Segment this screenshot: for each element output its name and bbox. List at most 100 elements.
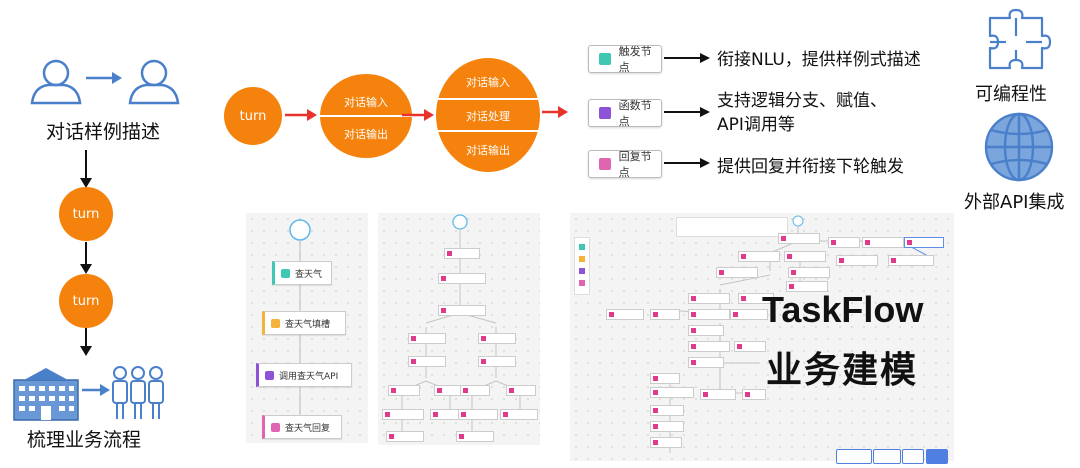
taskflow-screenshot: TaskFlow 业务建模 xyxy=(570,213,954,464)
external-api-label: 外部API集成 xyxy=(964,192,1065,213)
red-arrow-3 xyxy=(542,106,568,118)
person-icon-left xyxy=(30,59,82,105)
slot-icon xyxy=(271,318,280,328)
programmable-label: 可编程性 xyxy=(975,84,1047,105)
team-icon xyxy=(112,366,164,419)
flow-node xyxy=(650,309,680,320)
flow-node xyxy=(788,267,830,278)
flow-node xyxy=(862,237,904,248)
building-icon xyxy=(13,368,79,421)
red-arrow-2 xyxy=(402,109,434,121)
flow-node xyxy=(836,255,878,266)
arrow-right-icon xyxy=(86,72,122,84)
turn-circle-1: turn xyxy=(59,187,113,241)
vertical-flow-arrows xyxy=(80,150,92,356)
dialog-input-label: 对话输入 xyxy=(344,96,388,109)
tree-node xyxy=(408,356,446,367)
query-weather-node: 查天气 xyxy=(272,261,332,285)
function-node-desc-2: API调用等 xyxy=(717,115,795,135)
tree-node xyxy=(438,305,486,316)
turn-label: turn xyxy=(72,206,100,222)
node-label: 回复节点 xyxy=(618,150,652,179)
tree-node xyxy=(458,409,498,420)
trigger-node-desc: 衔接NLU，提供样例式描述 xyxy=(717,50,921,70)
tree-node xyxy=(456,431,494,442)
divider xyxy=(320,115,412,117)
node-label: 查天气填槽 xyxy=(285,319,331,330)
tree-node xyxy=(478,356,516,367)
arrow-right-icon xyxy=(82,384,110,396)
dialog-process-circle: 对话输入 对话处理 对话输出 xyxy=(436,58,540,172)
left-tools xyxy=(574,237,590,295)
reply-icon xyxy=(271,422,280,432)
turn-label: turn xyxy=(239,108,267,124)
trigger-node-icon xyxy=(599,53,611,65)
divider xyxy=(436,130,540,132)
flow-node xyxy=(778,233,820,244)
flow-screenshot-2 xyxy=(378,213,540,445)
taskflow-subtitle: 业务建模 xyxy=(766,350,919,391)
node-label: 查天气回复 xyxy=(285,423,331,434)
function-node-icon xyxy=(599,107,611,119)
bottom-button-3[interactable] xyxy=(902,449,924,464)
flow-node xyxy=(688,357,724,368)
tree-node xyxy=(438,273,486,284)
reply-node: 回复节点 xyxy=(588,150,662,179)
flow-node xyxy=(650,373,680,384)
dialog-example-label: 对话样例描述 xyxy=(46,121,161,143)
node-label: 查天气 xyxy=(295,269,323,280)
tree-node xyxy=(506,385,536,396)
bottom-button-4[interactable] xyxy=(926,449,948,464)
globe-icon xyxy=(984,112,1054,182)
bottom-button-2[interactable] xyxy=(873,449,901,464)
weather-reply-node: 查天气回复 xyxy=(262,415,342,439)
flow-node xyxy=(700,389,736,400)
person-icon-right xyxy=(128,59,180,105)
turn-label: turn xyxy=(72,293,100,309)
flow-node xyxy=(688,341,730,352)
flow-node xyxy=(650,387,694,398)
taskflow-title: TaskFlow xyxy=(762,289,924,330)
tree-node xyxy=(386,431,424,442)
reply-node-icon xyxy=(599,158,611,170)
turn-circle-top: turn xyxy=(224,87,282,145)
reply-node-desc: 提供回复并衔接下轮触发 xyxy=(717,157,904,177)
tree-node xyxy=(460,385,490,396)
flow-node xyxy=(650,405,684,416)
red-arrow-1 xyxy=(285,109,317,121)
flow-node xyxy=(828,237,860,248)
tree-node xyxy=(408,333,446,344)
flow-node xyxy=(888,255,934,266)
flow-node xyxy=(738,293,774,304)
tree-node xyxy=(478,333,516,344)
weather-slot-node: 查天气填槽 xyxy=(262,311,346,335)
flow-node xyxy=(716,267,758,278)
flow-node xyxy=(730,309,768,320)
node-desc-arrows xyxy=(664,53,710,168)
flow-node xyxy=(742,389,766,400)
toolbar xyxy=(676,217,788,237)
function-node: 函数节点 xyxy=(588,99,662,128)
flow-node xyxy=(606,309,644,320)
trigger-icon xyxy=(281,268,290,278)
function-node-desc-1: 支持逻辑分支、赋值、 xyxy=(717,91,887,111)
flow-node xyxy=(688,293,730,304)
flow-node xyxy=(688,309,730,320)
function-icon xyxy=(265,370,274,380)
puzzle-icon xyxy=(988,8,1052,70)
dialog-io-circle: 对话输入 对话输出 xyxy=(320,74,412,158)
tree-node xyxy=(382,409,424,420)
node-label: 调用查天气API xyxy=(279,371,339,382)
dialog-output-label: 对话输出 xyxy=(344,128,388,141)
flow-node xyxy=(650,437,682,448)
flow-node xyxy=(734,341,766,352)
bottom-button-1[interactable] xyxy=(836,449,872,464)
tree-node xyxy=(388,385,420,396)
flow-node xyxy=(786,281,828,292)
flow-node xyxy=(650,421,684,432)
dialog-process-label: 对话处理 xyxy=(466,110,510,123)
process-label: 梳理业务流程 xyxy=(27,429,142,451)
flow-node xyxy=(784,251,826,262)
tree-node xyxy=(444,248,480,259)
node-label: 函数节点 xyxy=(618,99,652,128)
